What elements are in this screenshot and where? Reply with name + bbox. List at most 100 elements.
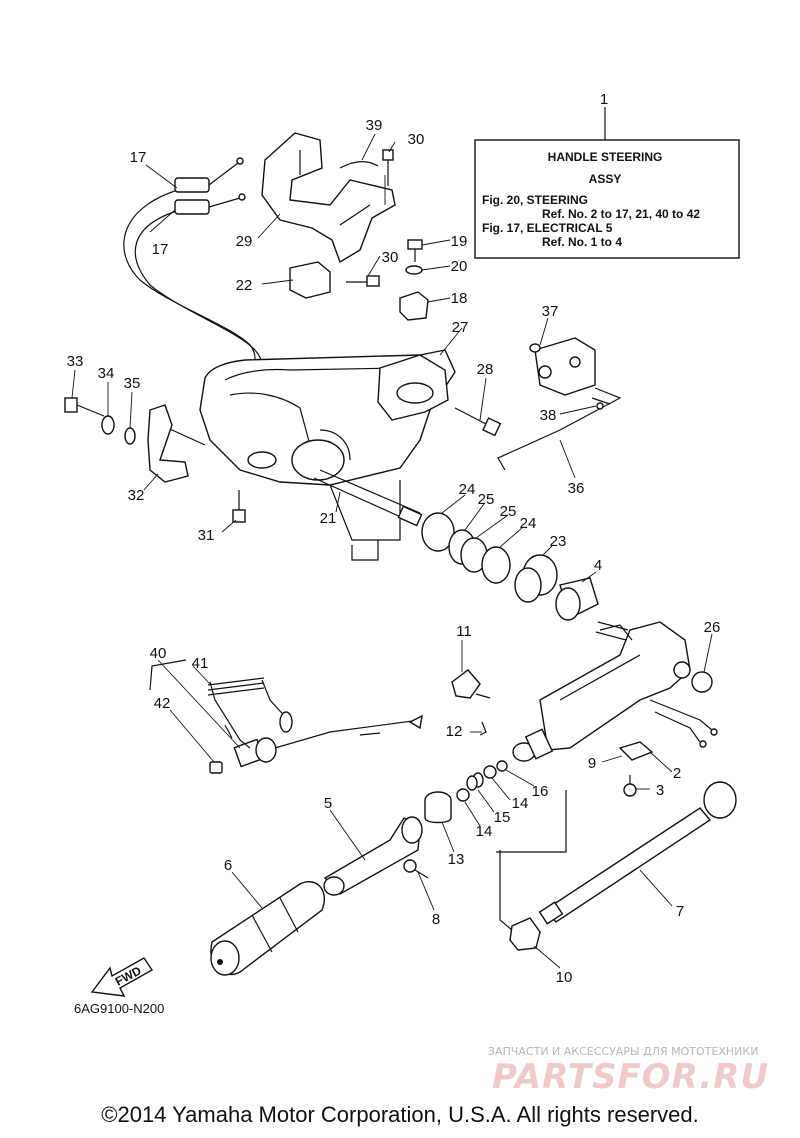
- callout: 9: [588, 755, 596, 772]
- callout: 38: [540, 407, 557, 424]
- throttle-shaft-5: [323, 816, 423, 896]
- callout: 12: [446, 723, 463, 740]
- assy-title: HANDLE STEERING: [548, 150, 663, 164]
- callout: 25: [500, 503, 517, 520]
- clamp-18: [399, 291, 429, 321]
- callout: 16: [532, 783, 549, 800]
- fwd-arrow-icon: FWD: [90, 957, 154, 997]
- cap-26: [691, 671, 713, 693]
- washer-14-b: [456, 788, 470, 802]
- callout: 7: [676, 903, 684, 920]
- assy-ref-line-4: Ref. No. 1 to 4: [542, 235, 622, 249]
- watermark-tagline: ЗАПЧАСТИ И АКСЕССУАРЫ ДЛЯ МОТОТЕХНИКИ: [488, 1045, 758, 1058]
- callout: 23: [550, 533, 567, 550]
- callout: 31: [198, 527, 215, 544]
- seal-24-a: [421, 512, 455, 552]
- callout: 36: [568, 480, 585, 497]
- assy-ref-line-1: Fig. 20, STEERING: [482, 193, 588, 207]
- washer-14-a: [483, 765, 497, 779]
- callout: 35: [124, 375, 141, 392]
- nut-34: [101, 415, 115, 435]
- callout: 8: [432, 911, 440, 928]
- bolt-30-a: [382, 149, 394, 186]
- callout: 3: [656, 782, 664, 799]
- clamp-22: [289, 261, 331, 299]
- callout: 17: [130, 149, 147, 166]
- shaft-end-2: [512, 728, 554, 762]
- band-39: [339, 161, 379, 169]
- watermark: ЗАПЧАСТИ И АКСЕССУАРЫ ДЛЯ МОТОТЕХНИКИ PA…: [488, 1045, 769, 1097]
- callout: 18: [451, 290, 468, 307]
- part-16: [496, 760, 508, 772]
- upper-bracket: [261, 132, 396, 264]
- callout: 15: [494, 809, 511, 826]
- callout: 37: [542, 303, 559, 320]
- clip-10: [509, 917, 541, 951]
- callout: 24: [520, 515, 537, 532]
- callout: 13: [448, 851, 465, 868]
- watermark-brand: PARTSFOR.RU: [492, 1057, 769, 1097]
- clip-42: [209, 761, 223, 774]
- callout: 30: [382, 249, 399, 266]
- plate-9: [618, 741, 654, 761]
- callout: 14: [476, 823, 493, 840]
- callout: 29: [236, 233, 253, 250]
- callout: 33: [67, 353, 84, 370]
- callout: 22: [236, 277, 253, 294]
- tiller-arm-2: [539, 621, 691, 751]
- throttle-cables: [123, 157, 263, 389]
- callout: 11: [456, 623, 472, 640]
- bracket-32: [147, 404, 189, 483]
- callout: 14: [512, 795, 529, 812]
- assy-ref-line-3: Fig. 17, ELECTRICAL 5: [482, 221, 613, 235]
- callout-numbers: 1 2 3 4 5 6 7 8 9 10 11 12 13 14 14 15 1…: [67, 91, 721, 986]
- diagram-code: 6AG9100-N200: [74, 1001, 164, 1016]
- callout: 24: [459, 481, 476, 498]
- callout: 28: [477, 361, 494, 378]
- callout: 21: [320, 510, 337, 527]
- clip-38: [596, 402, 604, 410]
- spring-15: [466, 772, 484, 791]
- bushing-4: [555, 577, 599, 621]
- callout: 19: [451, 233, 468, 250]
- callout: 30: [408, 131, 425, 148]
- callout: 1: [600, 91, 608, 108]
- pin-12: [479, 721, 487, 736]
- bushing-23: [514, 554, 558, 603]
- collar-13: [424, 791, 452, 824]
- screw-3: [623, 775, 637, 797]
- bolt-28: [454, 407, 502, 437]
- screw-19: [407, 239, 423, 262]
- plate-27-hole: [396, 382, 434, 404]
- copyright-notice: ©2014 Yamaha Motor Corporation, U.S.A. A…: [101, 1102, 699, 1127]
- grip-6: [210, 881, 325, 976]
- callout: 17: [152, 241, 169, 258]
- callout: 34: [98, 365, 115, 382]
- callout: 40: [150, 645, 167, 662]
- callout: 27: [452, 319, 469, 336]
- callout: 42: [154, 695, 171, 712]
- callout: 4: [594, 557, 602, 574]
- callout: 26: [704, 619, 721, 636]
- callout: 32: [128, 487, 145, 504]
- knob-11: [451, 669, 481, 699]
- cable-36: [497, 387, 622, 471]
- assembly-info-box: HANDLE STEERING ASSY Fig. 20, STEERING R…: [474, 107, 740, 259]
- washer-20: [405, 265, 423, 275]
- callout: 39: [366, 117, 383, 134]
- callout: 2: [673, 765, 681, 782]
- bolt-30-b: [346, 275, 380, 287]
- callout: 10: [556, 969, 573, 986]
- screw-8: [403, 859, 429, 879]
- washer-35: [124, 427, 136, 445]
- seal-24-b: [481, 546, 511, 584]
- stop-switch-40: [233, 714, 423, 768]
- shaft-21-end: [397, 505, 423, 527]
- leader-lines: [71, 133, 713, 969]
- lanyard-41: [207, 677, 293, 749]
- bolt-33: [64, 397, 105, 417]
- callout: 20: [451, 258, 468, 275]
- callout: 41: [192, 655, 209, 672]
- callout: 5: [324, 795, 332, 812]
